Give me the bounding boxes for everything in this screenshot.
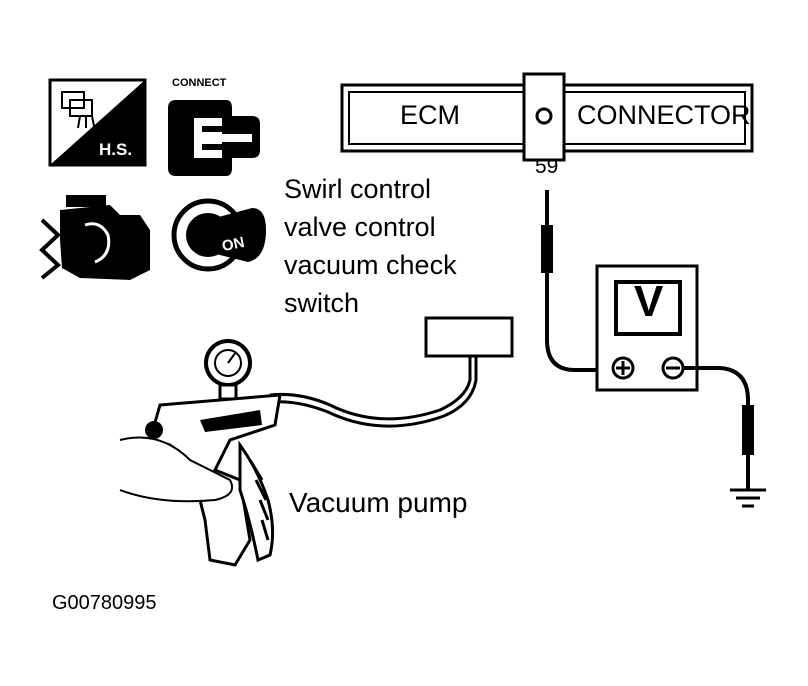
ecm-label: ECM [400,100,460,130]
switch-label-line: valve control [284,212,436,242]
connector-label: CONNECTOR [577,100,751,130]
vacuum-pump [119,339,282,567]
ground-wire [683,366,766,508]
switch-label: Swirl control valve control vacuum check… [284,170,457,322]
pin-number-label: 59 [535,155,559,178]
harness-icon [48,78,147,167]
voltmeter [595,264,699,392]
figure-code: G00780995 [52,592,157,614]
switch-label-line: vacuum check [284,250,457,280]
connector-icon [168,100,260,176]
signal-wire [541,190,620,372]
engine-icon [39,195,150,280]
voltmeter-symbol: V [634,277,664,326]
switch-label-line: switch [284,288,360,318]
ignition-key-icon [171,198,266,272]
ecm-connector [340,72,754,162]
connect-icon-label: CONNECT [172,77,227,89]
vacuum-pump-label: Vacuum pump [289,487,468,518]
vacuum-check-switch [269,316,514,428]
hs-icon-label: H.S. [99,140,133,159]
switch-label-line: Swirl control [284,174,432,204]
ground-symbol-icon [730,488,766,508]
